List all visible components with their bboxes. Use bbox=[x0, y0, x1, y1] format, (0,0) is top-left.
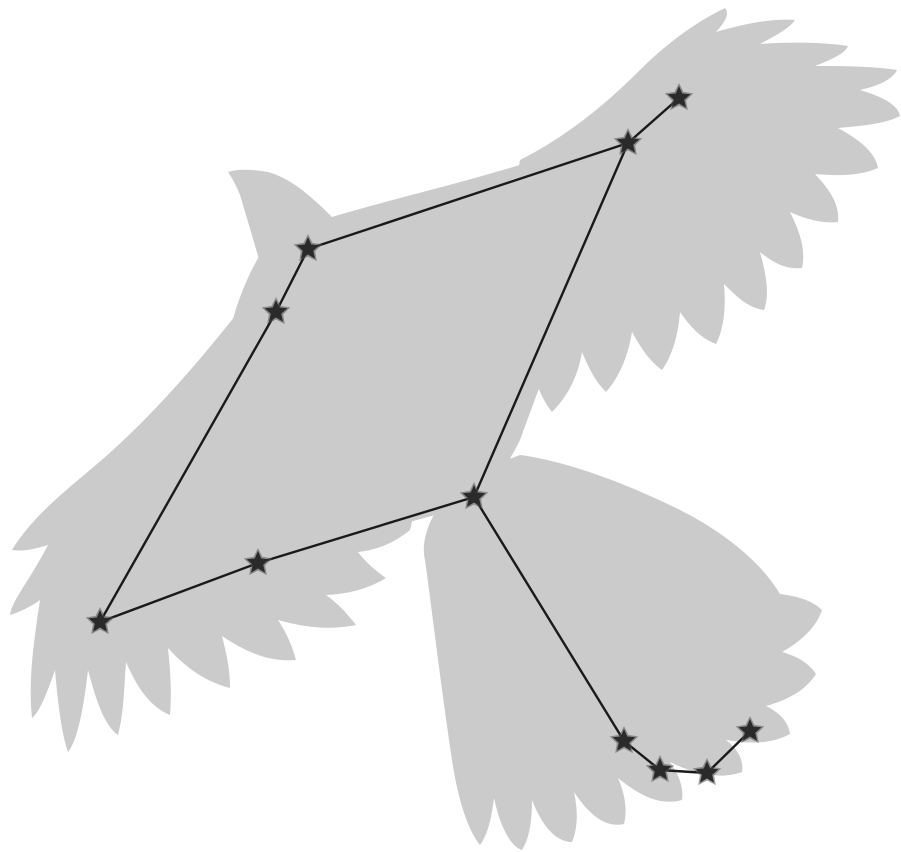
right-wing bbox=[497, 8, 900, 440]
bird-silhouette bbox=[10, 8, 900, 850]
